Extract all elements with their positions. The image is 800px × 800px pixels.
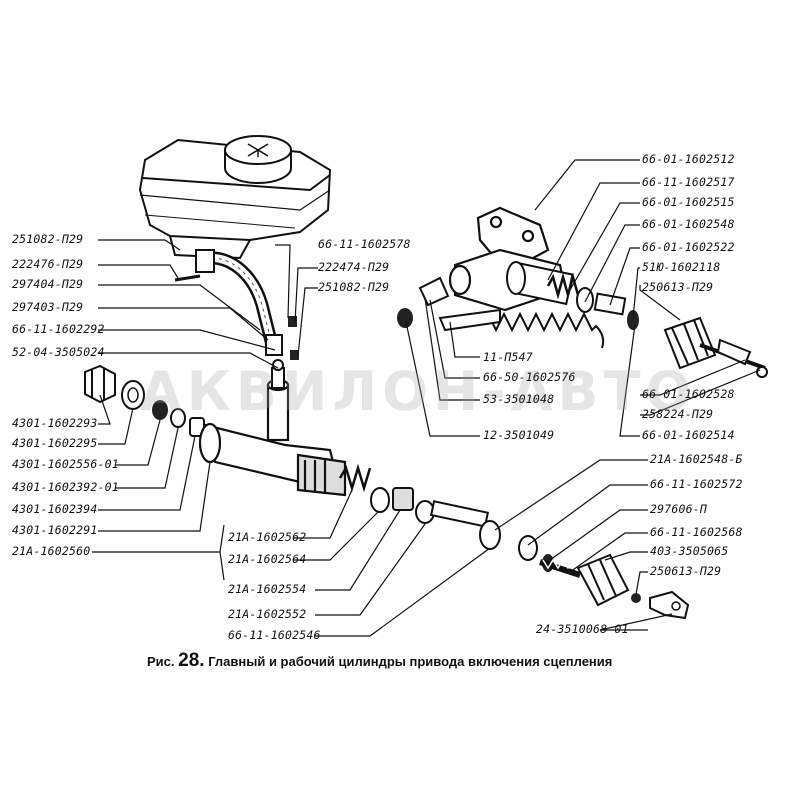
part-label: 250613-П29 bbox=[650, 564, 722, 578]
retaining-ring bbox=[627, 310, 639, 330]
part-label: 66-11-1602517 bbox=[642, 175, 735, 189]
part-label: 297404-П29 bbox=[12, 277, 84, 291]
part-label: 21А-1602554 bbox=[228, 582, 307, 596]
part-label: 52-04-3505024 bbox=[12, 345, 105, 359]
pushrod-piston bbox=[429, 500, 490, 528]
plug bbox=[84, 364, 116, 404]
part-label: 66-01-1602522 bbox=[642, 240, 735, 254]
lower-boot bbox=[576, 553, 630, 607]
hose-clamp-top bbox=[195, 249, 215, 273]
part-label: 66-11-1602568 bbox=[650, 525, 743, 539]
seal-ring-1 bbox=[152, 400, 168, 420]
part-label: 66-01-1602512 bbox=[642, 152, 735, 166]
part-label: 4301-1602291 bbox=[12, 523, 98, 537]
spring-plate bbox=[438, 308, 501, 332]
part-label: 66-01-1602528 bbox=[642, 387, 735, 401]
caption-prefix: Рис. bbox=[147, 654, 175, 669]
part-label: 258224-П29 bbox=[642, 407, 714, 421]
part-label: 66-11-1602572 bbox=[650, 477, 743, 491]
part-label: 251082-П29 bbox=[12, 232, 84, 246]
part-label: 66-01-1602514 bbox=[642, 428, 735, 442]
part-label: 21А-1602552 bbox=[228, 607, 307, 621]
lower-washer bbox=[518, 535, 538, 561]
master-spring bbox=[338, 463, 372, 493]
part-label: 251082-П29 bbox=[318, 280, 390, 294]
part-label: 66-11-1602578 bbox=[318, 237, 411, 251]
master-cylinder-body bbox=[198, 378, 347, 497]
part-label: 4301-1602556-01 bbox=[12, 457, 119, 471]
part-label: 21А-1602564 bbox=[228, 552, 307, 566]
boot-ring bbox=[479, 520, 501, 550]
part-label: 297403-П29 bbox=[12, 300, 84, 314]
watermark: АКВИЛОН-АВТО bbox=[140, 360, 697, 423]
hose-clamp-bottom bbox=[265, 334, 283, 356]
caption-number: 28. bbox=[178, 650, 205, 671]
part-label: 53-3501048 bbox=[483, 392, 555, 406]
part-label: 250613-П29 bbox=[642, 280, 714, 294]
caption-title: Главный и рабочий цилиндры привода включ… bbox=[208, 654, 613, 669]
part-label: 11-П547 bbox=[483, 350, 533, 364]
part-label: 403-3505065 bbox=[650, 544, 729, 558]
part-label: 66-50-1602576 bbox=[483, 370, 576, 384]
part-label: 21А-1602560 bbox=[12, 544, 91, 558]
part-label: 66-11-1602546 bbox=[228, 628, 321, 642]
part-label: 297606-П bbox=[650, 502, 707, 516]
part-label: 51Ю-1602118 bbox=[642, 260, 721, 274]
clamp-screw bbox=[174, 274, 201, 282]
part-label: 4301-1602293 bbox=[12, 416, 98, 430]
part-label: 21А-1602562 bbox=[228, 530, 307, 544]
lower-pushrod bbox=[539, 559, 581, 578]
piston bbox=[392, 487, 414, 511]
bleeder-valve bbox=[418, 276, 450, 307]
part-label: 4301-1602392-01 bbox=[12, 480, 119, 494]
part-label: 66-01-1602515 bbox=[642, 195, 735, 209]
slave-boot bbox=[663, 316, 717, 370]
slave-spring bbox=[546, 272, 580, 300]
part-label: 66-11-1602292 bbox=[12, 322, 105, 336]
seal-ring-2 bbox=[170, 408, 186, 428]
bleeder-cap bbox=[397, 308, 413, 328]
part-label: 222474-П29 bbox=[318, 260, 390, 274]
part-label: 4301-1602394 bbox=[12, 502, 98, 516]
part-label: 222476-П29 bbox=[12, 257, 84, 271]
leader-lines bbox=[92, 159, 761, 637]
fork-end bbox=[649, 590, 690, 620]
reservoir-cap bbox=[224, 135, 292, 184]
cup-1 bbox=[370, 487, 390, 513]
part-label: 66-01-1602548 bbox=[642, 217, 735, 231]
part-label: 4301-1602295 bbox=[12, 436, 98, 450]
figure-caption: Рис. 28. Главный и рабочий цилиндры прив… bbox=[147, 650, 612, 672]
part-label: 12-3501049 bbox=[483, 428, 555, 442]
return-spring bbox=[479, 311, 605, 349]
part-label: 24-3510068-01 bbox=[536, 622, 629, 636]
part-label: 21А-1602548-Б bbox=[650, 452, 743, 466]
